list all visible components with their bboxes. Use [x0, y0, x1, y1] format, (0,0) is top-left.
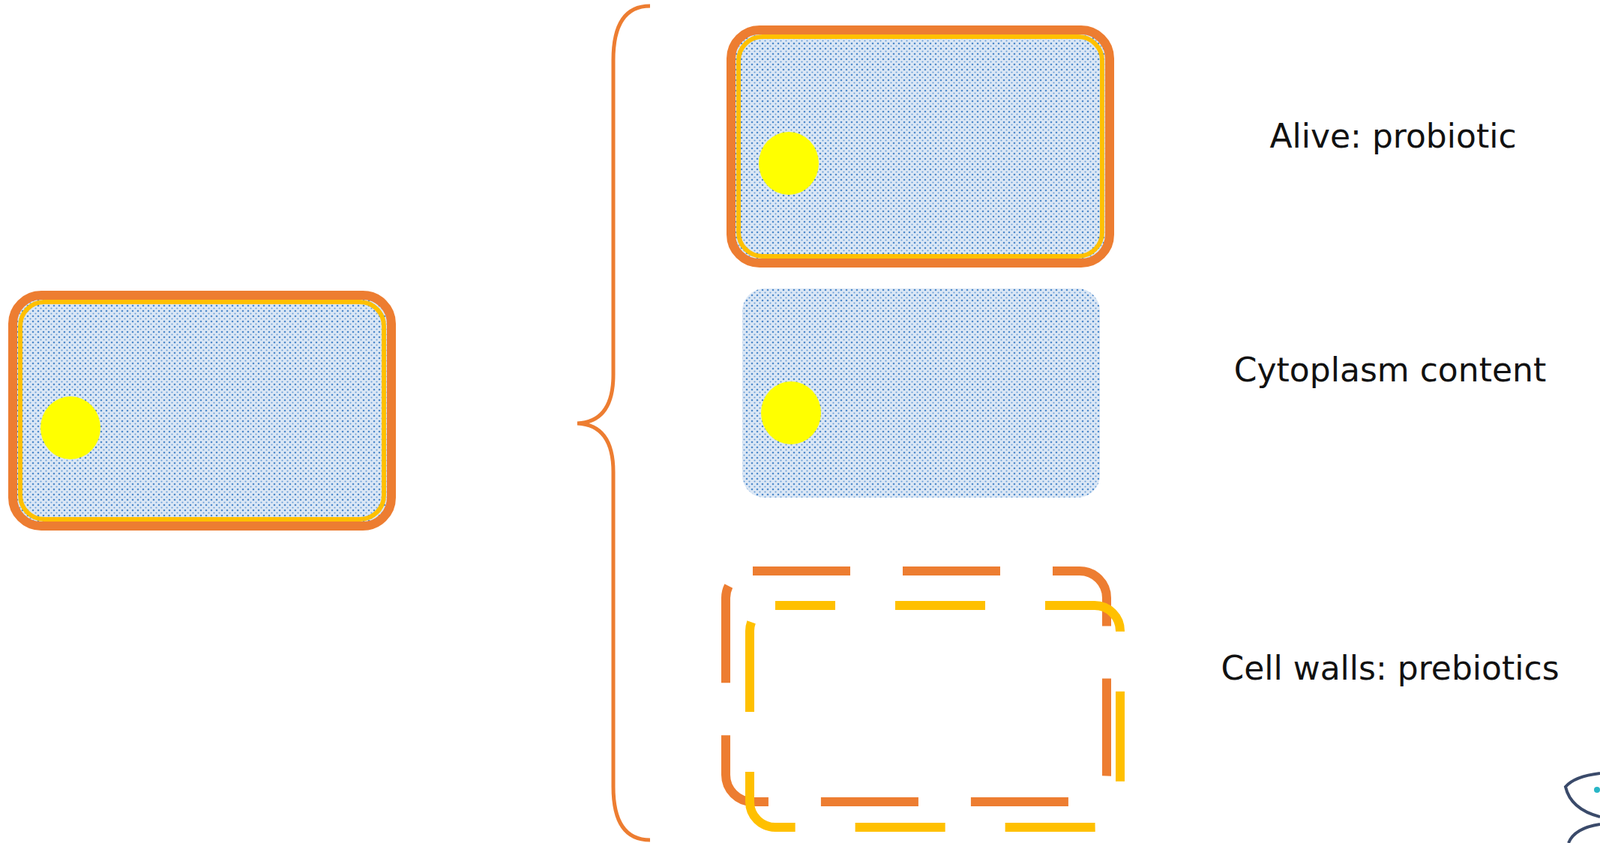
bacterial-cell	[12, 295, 392, 527]
broken-cell-wall	[725, 571, 1121, 828]
part-label: Alive: probiotic	[1269, 116, 1517, 156]
logo-fragment	[1565, 773, 1600, 843]
part-label: Cell walls: prebiotics	[1220, 649, 1559, 688]
alive-cell	[731, 29, 1110, 264]
brace	[577, 5, 651, 841]
part-label: Cytoplasm content	[1234, 350, 1547, 390]
cytoplasm	[742, 288, 1100, 498]
